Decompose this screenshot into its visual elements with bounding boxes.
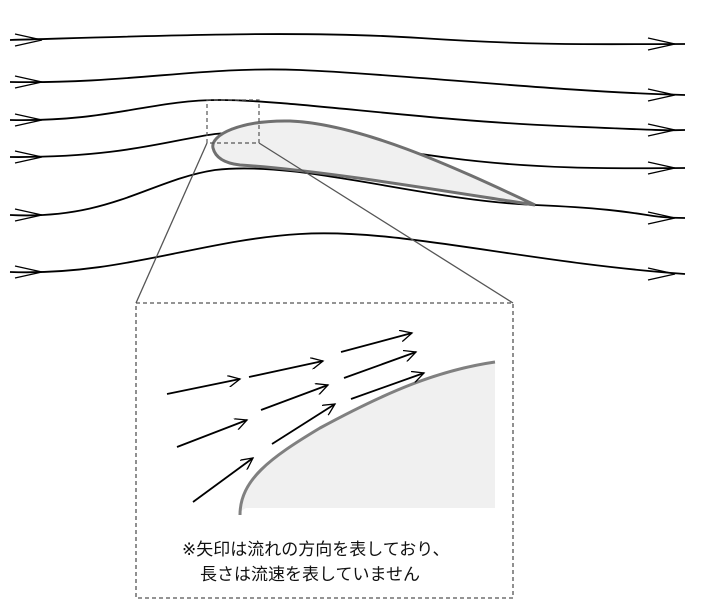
zoom-guide-right xyxy=(258,142,514,304)
note-line-1: ※矢印は流れの方向を表しており、 xyxy=(182,540,450,560)
streamline-5 xyxy=(9,167,686,219)
streamline-6 xyxy=(9,232,686,275)
zoom-guide-left xyxy=(135,142,208,304)
airfoil xyxy=(211,119,536,207)
arrowhead-icon xyxy=(14,33,43,47)
flow-arrow xyxy=(248,361,323,378)
flow-arrow xyxy=(350,373,424,400)
arrowhead-icon xyxy=(14,113,43,127)
flow-arrow xyxy=(166,379,240,395)
streamline-3 xyxy=(9,99,686,132)
arrowhead-icon xyxy=(647,161,676,175)
streamline-2 xyxy=(9,68,686,96)
arrowhead-icon xyxy=(647,211,676,225)
arrowhead-icon xyxy=(14,75,43,89)
arrowhead-icon xyxy=(647,267,676,281)
arrowhead-icon xyxy=(647,88,676,102)
note-line-2: 長さは流速を表していません xyxy=(200,565,420,585)
arrowhead-icon xyxy=(647,123,676,137)
flow-arrow xyxy=(340,333,412,353)
flow-direction-arrows xyxy=(166,333,424,503)
flow-arrow xyxy=(260,385,328,411)
zoom-region-box xyxy=(206,99,260,144)
streamlines xyxy=(9,33,686,275)
flow-arrow xyxy=(343,352,416,379)
arrowhead-icon xyxy=(14,150,43,164)
flow-arrow xyxy=(192,458,253,503)
inset-leading-edge xyxy=(240,362,495,515)
flow-arrow xyxy=(176,420,247,448)
arrowhead-icon xyxy=(14,208,43,222)
flow-arrow xyxy=(271,404,335,445)
arrowhead-icon xyxy=(14,265,43,279)
arrowhead-icon xyxy=(647,37,676,51)
inset-leading-edge-outline xyxy=(238,360,496,516)
streamline-1 xyxy=(9,33,686,46)
streamline-arrowheads xyxy=(14,33,676,281)
